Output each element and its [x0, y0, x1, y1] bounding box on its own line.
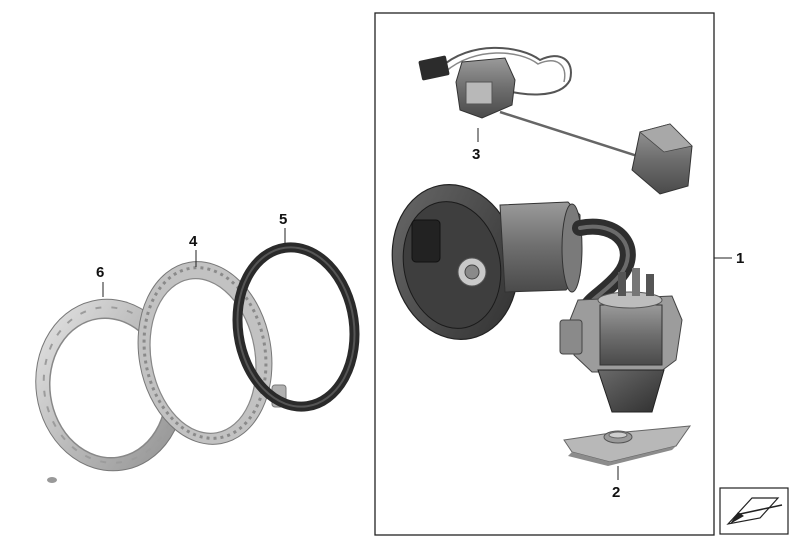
fuel-pump-unit-part [391, 184, 683, 413]
arrow-direction-icon [719, 487, 789, 535]
callout-4: 4 [189, 233, 198, 250]
level-sensor-part [418, 46, 693, 195]
callout-5: 5 [279, 211, 287, 228]
callout-6: 6 [96, 264, 104, 281]
gasket-part [232, 242, 360, 412]
callout-3: 3 [472, 146, 480, 163]
callout-2: 2 [612, 484, 620, 501]
callout-1: 1 [736, 250, 744, 267]
suction-plate-part [563, 425, 692, 466]
assembly-frame [374, 12, 715, 536]
